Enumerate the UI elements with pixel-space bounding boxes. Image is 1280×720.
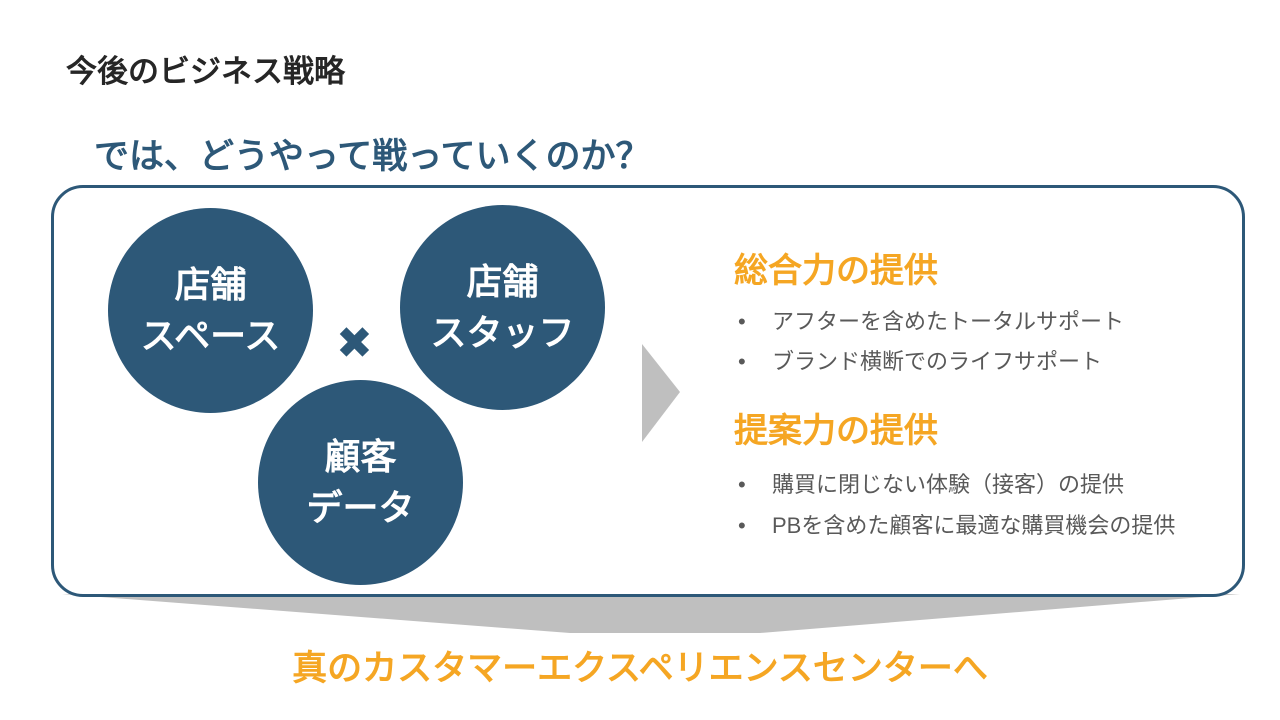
slide-subtitle: では、どうやって戦っていくのか？ bbox=[94, 137, 651, 176]
circle-label-line2: データ bbox=[306, 486, 415, 528]
circle-label-line1: 顧客 bbox=[324, 436, 397, 478]
circle-store-staff: 店舗 スタッフ bbox=[400, 205, 605, 410]
section-heading-comprehensive: 総合力の提供 bbox=[734, 252, 938, 290]
conclusion-text: 真のカスタマーエクスペリエンスセンターへ bbox=[292, 649, 988, 688]
section-heading-proposal: 提案力の提供 bbox=[734, 412, 938, 450]
circle-label-line1: 店舗 bbox=[174, 264, 247, 306]
circle-label-line1: 店舗 bbox=[466, 261, 539, 303]
bullet-item: •PBを含めた顧客に最適な購買機会の提供 bbox=[738, 513, 1176, 538]
circle-customer-data: 顧客 データ bbox=[258, 380, 463, 585]
circle-label-line2: スペース bbox=[140, 314, 281, 356]
arrow-right-icon bbox=[642, 344, 680, 442]
multiply-icon: ✖ bbox=[336, 319, 373, 368]
bullet-item: •ブランド横断でのライフサポート bbox=[738, 349, 1103, 374]
bullet-item: •購買に閉じない体験（接客）の提供 bbox=[738, 472, 1125, 497]
circle-label-line2: スタッフ bbox=[430, 311, 575, 353]
slide-title: 今後のビジネス戦略 bbox=[66, 54, 345, 89]
circle-store-space: 店舗 スペース bbox=[108, 208, 313, 413]
funnel-trapezoid bbox=[62, 594, 1240, 633]
bullet-item: •アフターを含めたトータルサポート bbox=[738, 309, 1125, 334]
